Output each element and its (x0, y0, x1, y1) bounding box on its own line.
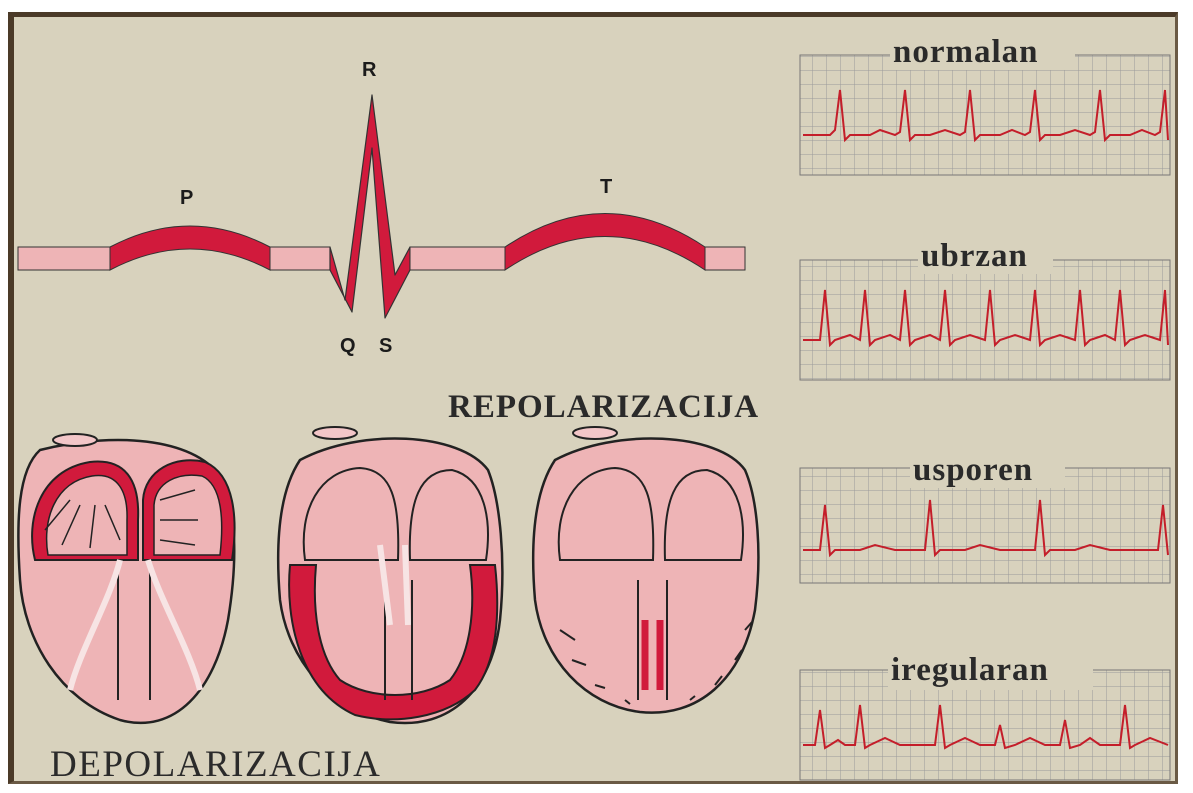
depolarization-title: DEPOLARIZACIJA (50, 744, 381, 785)
rhythm-label: normalan (893, 34, 1039, 70)
rhythm-label: usporen (913, 452, 1033, 488)
baseline-segment-st (410, 247, 505, 270)
baseline-segment-pq (270, 247, 330, 270)
p-wave (110, 226, 270, 270)
label-s: S (379, 335, 392, 357)
ecg-grid (800, 260, 1170, 380)
label-q: Q (340, 335, 356, 357)
aorta-top (313, 427, 357, 439)
label-t: T (600, 176, 612, 198)
label-r: R (362, 59, 377, 81)
rhythm-strip-fast: ubrzan (800, 234, 1170, 380)
repolarization-title: REPOLARIZACIJA (448, 389, 759, 425)
baseline-segment-right (705, 247, 745, 270)
aorta-top (53, 434, 97, 446)
rhythm-label: iregularan (891, 652, 1049, 688)
aorta-top (573, 427, 617, 439)
rhythm-label: ubrzan (921, 238, 1028, 274)
ecg-complex: P R Q S T (18, 59, 745, 357)
ecg-grid (800, 55, 1170, 175)
baseline-segment-left (18, 247, 110, 270)
left-atrium-chamber (154, 475, 222, 555)
t-wave (505, 214, 705, 271)
qrs-complex (330, 95, 410, 318)
heart-atrial-depolarization (18, 434, 234, 723)
rhythm-strip-irregular: iregularan (800, 650, 1170, 780)
heart-ventricular-depolarization (278, 427, 502, 723)
heart-repolarization (533, 427, 758, 713)
label-p: P (180, 187, 193, 209)
rhythm-strip-slow: usporen (800, 448, 1170, 583)
rhythm-strip-normal: normalan (800, 30, 1170, 175)
